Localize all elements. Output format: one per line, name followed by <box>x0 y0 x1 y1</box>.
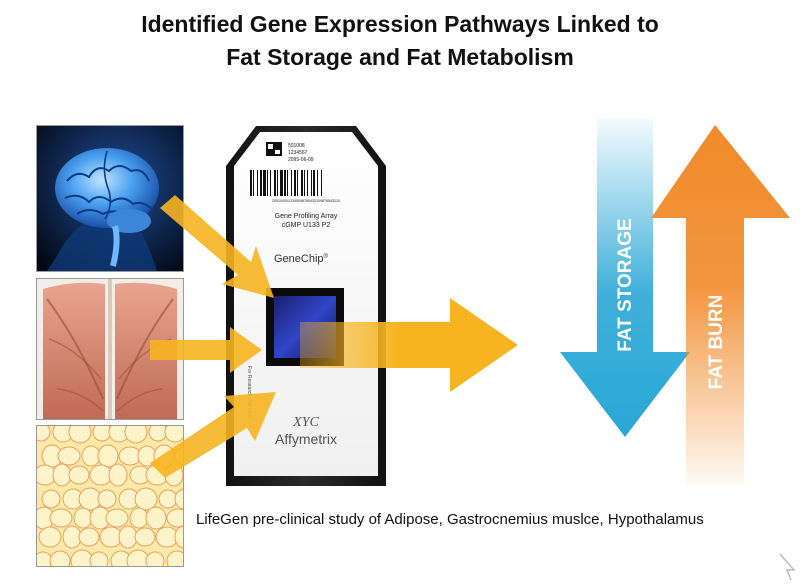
adipose-image-panel <box>36 425 184 567</box>
brain-scan-icon <box>37 126 183 271</box>
study-caption: LifeGen pre-clinical study of Adipose, G… <box>196 511 704 528</box>
affymetrix-logo-icon: XYC <box>292 415 319 430</box>
adipose-tissue-icon <box>37 426 183 566</box>
genechip-brand: GeneChip® <box>274 253 329 265</box>
fat-burn-label: FAT BURN <box>706 295 727 390</box>
barcode-line-3: 2095-06-09 <box>288 157 314 163</box>
output-arrow <box>300 298 518 392</box>
arrow-adipose-to-chip <box>150 392 276 478</box>
manufacturer-name: Affymetrix <box>275 431 337 447</box>
chip-label-line-1: Gene Profiling Array <box>275 213 338 220</box>
fat-storage-arrow: FAT STORAGE <box>560 118 690 437</box>
chip-label-line-2: cGMP U133 P2 <box>282 222 331 229</box>
brain-image-panel <box>36 125 184 272</box>
title-line-1: Identified Gene Expression Pathways Link… <box>141 11 659 37</box>
arrow-brain-to-chip <box>160 195 274 298</box>
cursor-icon <box>779 553 796 581</box>
barcode-icon <box>250 170 322 196</box>
barcode-label: 501008 1234567 2095-06-09 20510000123450… <box>250 142 340 203</box>
title-line-2: Fat Storage and Fat Metabolism <box>226 44 574 70</box>
research-use-text: For Research Use Only <box>246 366 252 419</box>
input-arrows <box>150 195 276 478</box>
chip-serial: 2051000012345098765432109876543210 <box>272 199 340 203</box>
arrow-muscle-to-chip <box>150 327 262 373</box>
barcode-line-2: 1234567 <box>288 150 308 156</box>
diagram-title: Identified Gene Expression Pathways Link… <box>0 8 800 74</box>
fat-storage-label: FAT STORAGE <box>615 218 636 351</box>
barcode-line-1: 501008 <box>288 143 305 149</box>
fat-burn-arrow: FAT BURN <box>651 125 790 485</box>
